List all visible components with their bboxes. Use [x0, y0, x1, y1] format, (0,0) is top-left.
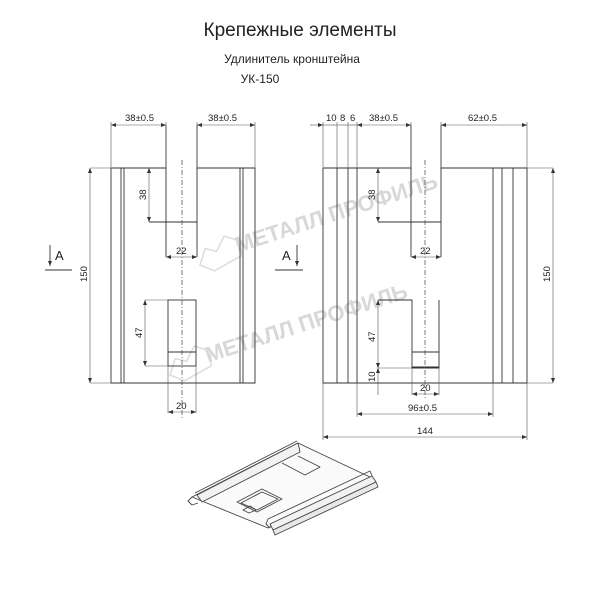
- dim-left-height: 150: [79, 266, 90, 282]
- dim-right-top-left: 38±0.5: [369, 113, 398, 124]
- dim-right-window-height: 47: [367, 331, 378, 342]
- dim-left-window-width: 20: [176, 401, 187, 412]
- dim-right-window-offset: 10: [367, 371, 378, 382]
- watermark-text-1: МЕТАЛЛ ПРОФИЛЬ: [232, 168, 441, 257]
- dim-left-window-height: 47: [134, 327, 145, 338]
- drawing-subtitle: Удлинитель кронштейна: [224, 52, 360, 66]
- dim-left-top-left: 38±0.5: [125, 113, 154, 124]
- right-view: 10 8 6 38±0.5 62±0.5 38 22 150 47 10 20 …: [275, 113, 555, 440]
- drawing-model: УК-150: [240, 72, 280, 86]
- isometric-view: [187, 440, 379, 536]
- dim-right-inner-width: 96±0.5: [408, 403, 437, 414]
- section-marker-left: A: [55, 248, 64, 263]
- drawing-title: Крепежные элементы: [203, 20, 397, 41]
- dim-right-window-width: 20: [420, 383, 431, 394]
- dim-right-top-right: 62±0.5: [468, 113, 497, 124]
- dim-right-flange-3: 6: [350, 113, 355, 124]
- dim-left-slot-depth: 38: [138, 189, 149, 200]
- section-marker-right: A: [282, 248, 291, 263]
- watermark: МЕТАЛЛ ПРОФИЛЬ МЕТАЛЛ ПРОФИЛЬ: [169, 168, 441, 382]
- dim-right-total-width: 144: [417, 426, 433, 437]
- watermark-text-2: МЕТАЛЛ ПРОФИЛЬ: [202, 278, 411, 367]
- dim-right-slot-width: 22: [420, 246, 431, 257]
- dim-right-height: 150: [542, 266, 553, 282]
- dim-left-top-right: 38±0.5: [208, 113, 237, 124]
- dim-right-slot-depth: 38: [367, 189, 378, 200]
- left-view: 38±0.5 38±0.5 38 22 150 47 20 A: [45, 113, 256, 420]
- dim-left-slot-width: 22: [176, 246, 187, 257]
- dim-right-flange-2: 8: [340, 113, 345, 124]
- dim-right-flange-1: 10: [326, 113, 337, 124]
